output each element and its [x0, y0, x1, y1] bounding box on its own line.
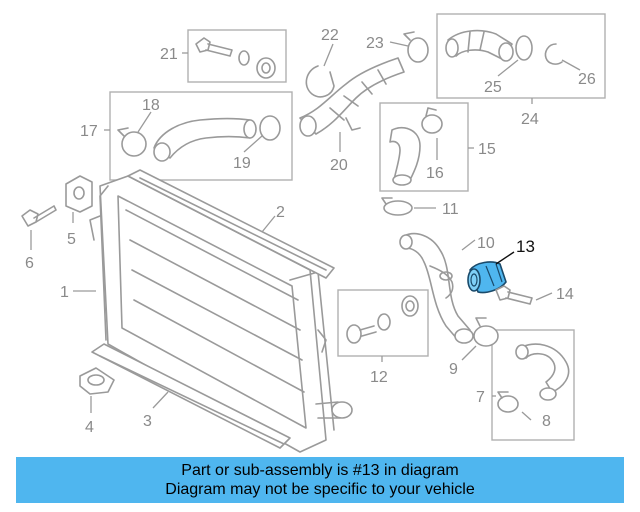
rail-part-2: [127, 169, 335, 279]
banner-line-disclaimer: Diagram may not be specific to your vehi…: [165, 481, 475, 498]
callout-5: 5: [67, 231, 76, 248]
mount-part-4: [79, 367, 115, 395]
callout-10: 10: [477, 235, 495, 252]
callout-16: 16: [426, 165, 444, 182]
hose-set-part-17: [117, 115, 281, 162]
callout-6: 6: [25, 255, 34, 272]
clamp-part-11: [381, 197, 413, 216]
banner-line-part-number: Part or sub-assembly is #13 in diagram: [181, 462, 459, 479]
callout-22: 22: [321, 27, 339, 44]
callout-11: 11: [442, 201, 459, 218]
charge-pipe-part-20: [299, 57, 405, 137]
callout-15: 15: [478, 141, 496, 158]
group-box-24: [436, 13, 606, 99]
highlighted-part-13: [467, 261, 507, 294]
bolt-set-part-21: [195, 37, 276, 79]
callout-12: 12: [370, 369, 388, 386]
callout-13: 13: [516, 237, 535, 256]
rail-part-3: [91, 343, 291, 449]
group-box-15: [379, 102, 469, 192]
leader-lines: [30, 41, 581, 421]
clamp-part-23: [403, 31, 429, 63]
radiator-part-1: [89, 175, 353, 453]
callout-21: 21: [160, 46, 178, 63]
pipe-set-part-24: [445, 29, 563, 65]
hose-set-part-15: [389, 107, 443, 186]
callout-3: 3: [143, 413, 152, 430]
group-box-21: [187, 29, 287, 83]
callout-2: 2: [276, 204, 285, 221]
callout-9: 9: [449, 361, 458, 378]
callout-14: 14: [556, 286, 574, 303]
callout-26: 26: [578, 71, 596, 88]
callout-17: 17: [80, 123, 98, 140]
bolt-part-14: [495, 285, 533, 305]
callout-18: 18: [142, 97, 160, 114]
info-banner: Part or sub-assembly is #13 in diagram D…: [16, 457, 624, 503]
callout-25: 25: [484, 79, 502, 96]
callout-7: 7: [476, 389, 485, 406]
callout-1: 1: [60, 284, 69, 301]
callout-20: 20: [330, 157, 348, 174]
clamp-part-9: [473, 317, 499, 347]
bracket-part-5: [65, 175, 93, 213]
hose-set-part-7: [497, 343, 570, 413]
callout-8: 8: [542, 413, 551, 430]
pipe-part-10: [399, 232, 474, 344]
bolt-set-part-12: [346, 295, 419, 344]
bolt-part-6: [21, 205, 57, 227]
callout-24: 24: [521, 111, 539, 128]
group-box-7: [491, 329, 575, 441]
clip-part-22: [305, 65, 335, 98]
callout-19: 19: [233, 155, 251, 172]
callout-23: 23: [366, 35, 384, 52]
group-box-12: [337, 289, 429, 357]
group-box-17: [109, 91, 293, 181]
callout-4: 4: [85, 419, 94, 436]
